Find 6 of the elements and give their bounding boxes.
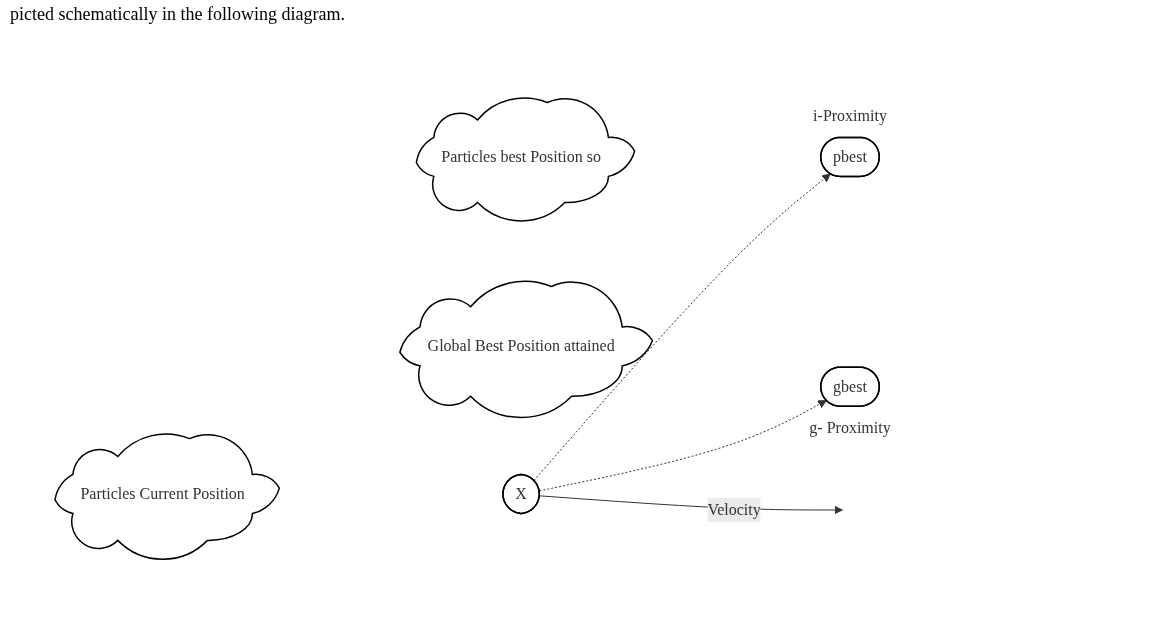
edge-label: Velocity xyxy=(707,501,761,519)
arrow xyxy=(533,173,831,482)
node-label: i-Proximity xyxy=(812,107,887,125)
arrow xyxy=(538,400,827,492)
note-text: picted schematically in the following diagram. xyxy=(10,4,345,24)
node-label: g- Proximity xyxy=(809,419,891,437)
